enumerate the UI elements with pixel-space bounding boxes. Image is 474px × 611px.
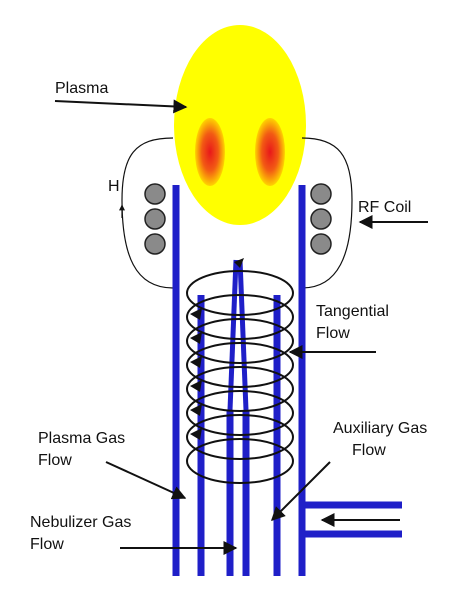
auxiliary-gas-flow-arrow (271, 461, 331, 521)
side-inlet-tube (302, 501, 402, 538)
magnetic-field-loop-left (121, 137, 174, 289)
plasma-label: Plasma (55, 80, 108, 97)
auxiliary-gas-flow-label-line1: Auxiliary Gas (333, 420, 427, 437)
injector-taper (227, 259, 249, 411)
swirl-arrowheads (190, 258, 244, 440)
magnetic-field-loop-right (301, 137, 353, 289)
rf-coil-left (144, 183, 166, 255)
plasma-gas-flow-label-line1: Plasma Gas (38, 430, 125, 447)
h-field-label: H (108, 178, 120, 195)
plasma-gas-flow-arrow (105, 461, 187, 500)
plasma-arrow (54, 99, 188, 114)
tangential-swirl (186, 270, 294, 484)
plasma-hot-core-right (255, 118, 285, 186)
nebulizer-gas-flow-label-line1: Nebulizer Gas (30, 514, 131, 531)
tangential-flow-label-line1: Tangential (316, 303, 389, 320)
torch-tubes (172, 185, 306, 576)
plasma-gas-flow-label-line2: Flow (38, 452, 72, 469)
tangential-flow-label-line2: Flow (316, 325, 350, 342)
plasma-hot-core-left (195, 118, 225, 186)
rf-coil-right (310, 183, 332, 255)
nebulizer-gas-flow-label-line2: Flow (30, 536, 64, 553)
auxiliary-gas-flow-label-line2: Flow (352, 442, 386, 459)
plasma-ellipse (174, 25, 306, 225)
rf-coil-label: RF Coil (358, 199, 411, 216)
